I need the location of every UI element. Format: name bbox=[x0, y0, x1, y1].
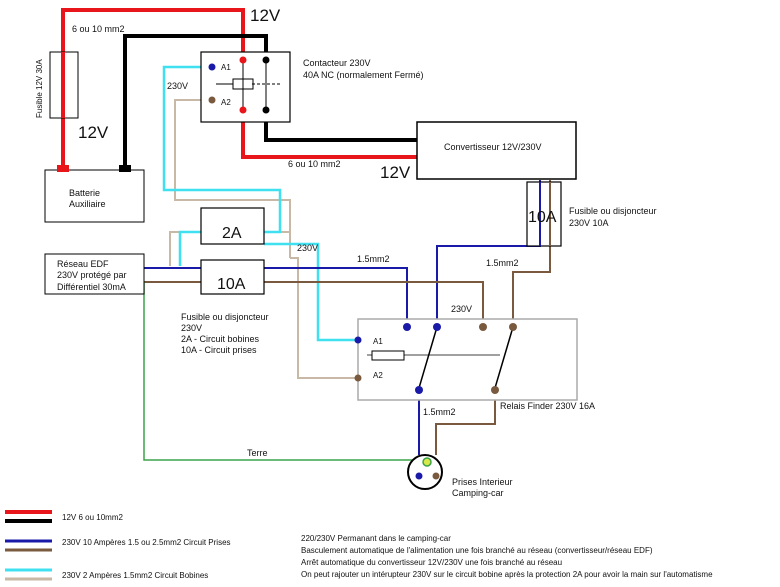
contactor-red-out bbox=[239, 106, 247, 114]
label-fuse-notes-1: Fusible ou disjoncteur bbox=[181, 312, 269, 322]
legend-label-prises: 230V 10 Ampères 1.5 ou 2.5mm2 Circuit Pr… bbox=[62, 538, 231, 547]
label-15mm2-a: 1.5mm2 bbox=[357, 254, 390, 264]
label-15mm2-c: 1.5mm2 bbox=[423, 407, 456, 417]
label-battery-1: Batterie bbox=[69, 188, 100, 198]
socket-neutral-pin bbox=[432, 472, 440, 480]
fuse-10a-top-box bbox=[526, 181, 562, 247]
converter-box bbox=[416, 121, 577, 180]
contactor-a2-terminal bbox=[208, 96, 216, 104]
note-1: 220/230V Permanant dans le camping-car bbox=[301, 534, 451, 543]
fuse-10a-box bbox=[200, 259, 265, 295]
battery-box bbox=[44, 169, 145, 223]
socket-outer bbox=[407, 454, 443, 490]
fuse-2a-box bbox=[200, 207, 265, 245]
label-contactor-a2: A2 bbox=[221, 98, 231, 107]
label-relay-a1: A1 bbox=[373, 337, 383, 346]
note-3: Arrêt automatique du convertisseur 12V/2… bbox=[301, 558, 562, 567]
label-edf-1: Réseau EDF bbox=[57, 259, 109, 269]
label-fuse-10a-top-1: Fusible ou disjoncteur bbox=[569, 206, 657, 216]
label-230v-right: 230V bbox=[451, 304, 472, 314]
contactor-a1-terminal bbox=[208, 63, 216, 71]
wire-black-12v bbox=[123, 34, 420, 170]
label-fuse-notes-3: 2A - Circuit bobines bbox=[181, 334, 260, 344]
label-contactor-1: Contacteur 230V bbox=[303, 58, 371, 68]
label-earth: Terre bbox=[247, 448, 268, 458]
label-230v-left: 230V bbox=[167, 81, 188, 91]
note-4: On peut rajouter un intérupteur 230V sur… bbox=[301, 570, 713, 579]
label-bat-12v: 12V bbox=[78, 123, 109, 142]
label-edf-3: Différentiel 30mA bbox=[57, 282, 126, 292]
label-fuse-10a-top-value: 10A bbox=[528, 209, 557, 226]
label-relay: Relais Finder 230V 16A bbox=[500, 401, 595, 411]
contactor-black-in bbox=[262, 56, 270, 64]
label-fuse-10a: 10A bbox=[217, 276, 246, 293]
relay-brown-in-conv bbox=[509, 323, 517, 331]
note-2: Basculement automatique de l'alimentatio… bbox=[301, 546, 653, 555]
socket-live-pin bbox=[415, 472, 423, 480]
label-fuse-notes-4: 10A - Circuit prises bbox=[181, 345, 257, 355]
relay-contact-right bbox=[494, 326, 514, 389]
relay-a1-terminal bbox=[354, 336, 362, 344]
label-section-mid: 6 ou 10 mm2 bbox=[288, 159, 341, 169]
relay-blue-in-edf bbox=[403, 323, 411, 331]
label-section-top: 6 ou 10 mm2 bbox=[72, 24, 125, 34]
relay-coil bbox=[371, 350, 405, 361]
label-fuse-notes-2: 230V bbox=[181, 323, 202, 333]
label-top-12v: 12V bbox=[250, 6, 281, 25]
relay-blue-in-conv bbox=[433, 323, 441, 331]
label-contactor-2: 40A NC (normalement Fermé) bbox=[303, 70, 424, 80]
relay-contact-left bbox=[418, 326, 438, 389]
contactor-black-out bbox=[262, 106, 270, 114]
label-15mm2-b: 1.5mm2 bbox=[486, 258, 519, 268]
label-fuse-10a-top-2: 230V 10A bbox=[569, 218, 609, 228]
contactor-red-in bbox=[239, 56, 247, 64]
relay-blue-out bbox=[415, 386, 423, 394]
label-socket-1: Prises Interieur bbox=[452, 477, 513, 487]
relay-brown-out bbox=[491, 386, 499, 394]
battery-terminal-positive bbox=[57, 165, 69, 172]
wire-cyan-bobines bbox=[162, 65, 358, 342]
label-socket-2: Camping-car bbox=[452, 488, 504, 498]
label-edf-2: 230V protégé par bbox=[57, 270, 127, 280]
relay-brown-in-edf bbox=[479, 323, 487, 331]
label-fuse-12v: Fusible 12V 30A bbox=[35, 59, 44, 118]
wire-green-earth bbox=[143, 282, 412, 461]
label-bottom-12v: 12V bbox=[380, 163, 411, 182]
legend-label-12v: 12V 6 ou 10mm2 bbox=[62, 513, 123, 522]
label-converter: Convertisseur 12V/230V bbox=[444, 142, 542, 152]
label-fuse-2a: 2A bbox=[222, 225, 242, 242]
legend-label-bobines: 230V 2 Ampères 1.5mm2 Circuit Bobines bbox=[62, 571, 208, 580]
label-relay-a2: A2 bbox=[373, 371, 383, 380]
relay-a2-terminal bbox=[354, 374, 362, 382]
label-battery-2: Auxiliaire bbox=[69, 199, 106, 209]
label-contactor-a1: A1 bbox=[221, 63, 231, 72]
socket-earth-pin bbox=[422, 457, 432, 467]
label-230v-mid: 230V bbox=[297, 243, 318, 253]
battery-terminal-negative bbox=[119, 165, 131, 172]
edf-box bbox=[44, 253, 145, 295]
